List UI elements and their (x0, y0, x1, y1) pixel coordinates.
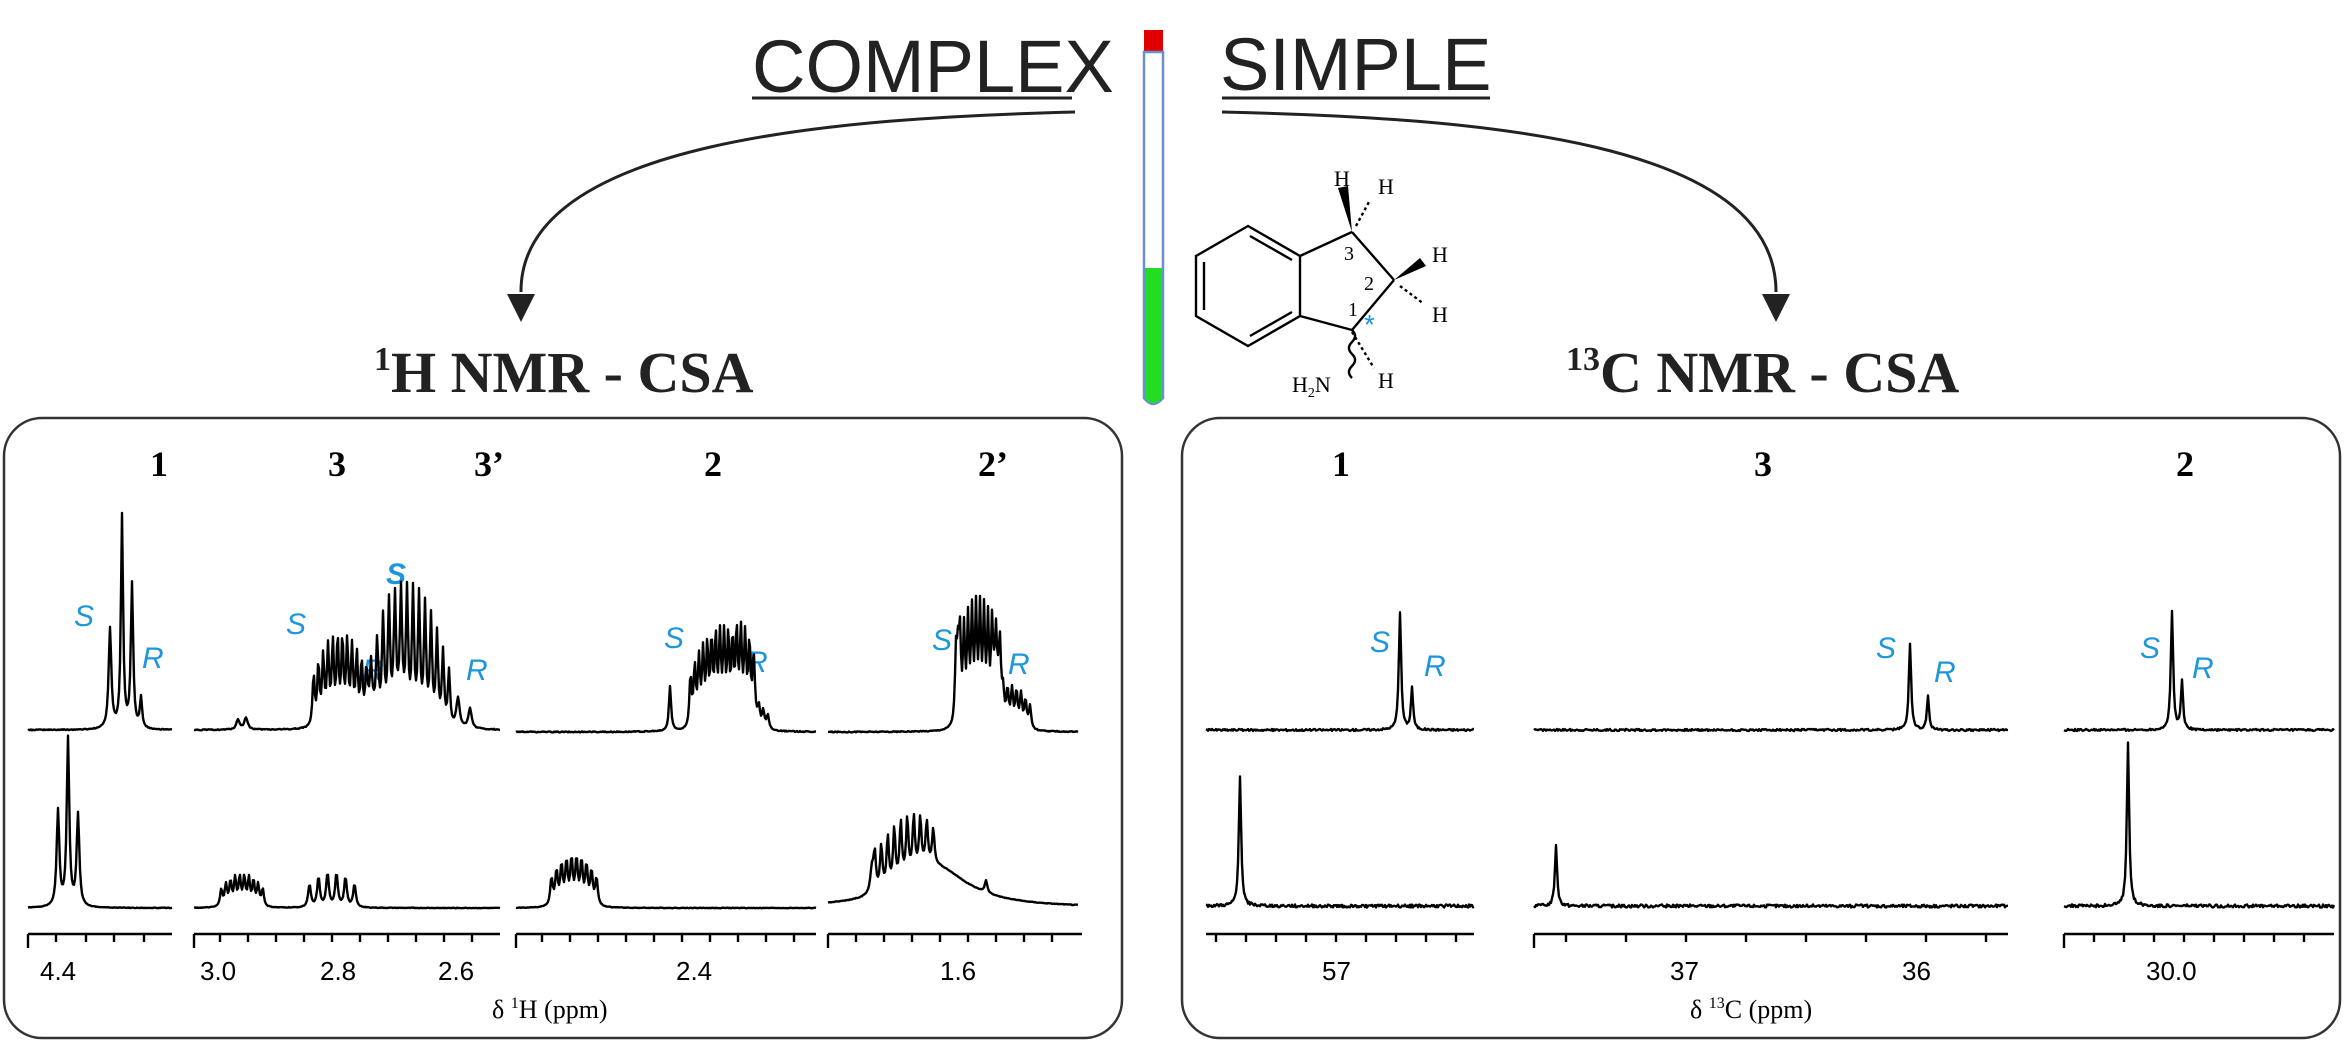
simple-arrow-head (1762, 294, 1790, 322)
h-peak-label-2prime: 2’ (978, 444, 1008, 484)
c2-ref-trace (2063, 741, 2336, 909)
svg-text:H: H (1334, 166, 1350, 191)
label-r: R (1424, 650, 1446, 683)
label-r: R (1008, 648, 1030, 681)
h-peak-label-3: 3 (328, 444, 346, 484)
amine-group: H2N (1292, 372, 1331, 401)
complex-arrow-head (507, 294, 535, 322)
h-nmr-panel (2, 416, 1124, 1040)
c-axis-label: δ 13C (ppm) (1690, 995, 1812, 1024)
c-tick: 37 (1670, 956, 1699, 986)
h-peak-label-3prime: 3’ (474, 444, 504, 484)
label-s: S (932, 624, 952, 657)
c3-ref-trace (1533, 843, 2009, 909)
label-s: S (2140, 632, 2160, 665)
svg-text:H: H (1378, 368, 1394, 393)
c-nmr-panel (1180, 416, 2342, 1040)
h-tick: 3.0 (200, 956, 236, 986)
h1-ref-trace (27, 734, 173, 910)
h1-csa-trace (27, 511, 173, 732)
wavy-bond (1347, 329, 1357, 379)
label-r: R (466, 654, 488, 687)
svg-text:H: H (1378, 174, 1394, 199)
h-tick: 2.8 (320, 956, 356, 986)
c1-ref-trace (1205, 775, 1475, 909)
svg-text:1: 1 (1348, 299, 1358, 321)
svg-text:2: 2 (1364, 273, 1374, 295)
c-tick: 36 (1902, 956, 1931, 986)
nmr-tube-icon (1142, 30, 1165, 406)
svg-text:H: H (1432, 302, 1448, 327)
h2-csa-trace (515, 620, 817, 734)
c1-csa-trace (1205, 611, 1475, 733)
c-enantiomer-labels: S R S R S R (1370, 626, 2214, 689)
c-tick: 30.0 (2146, 956, 2197, 986)
h-peak-label-2: 2 (704, 444, 722, 484)
c-peak-label-2: 2 (2176, 444, 2194, 484)
label-s: S (1876, 632, 1896, 665)
complex-arrow (519, 110, 1076, 293)
h-tick: 1.6 (940, 956, 976, 986)
c-peak-label-3: 3 (1754, 444, 1772, 484)
simple-arrow (1221, 110, 1778, 293)
h-peak-label-1: 1 (150, 444, 168, 484)
h2p-ref-trace (827, 812, 1079, 907)
benzene-ring (1194, 224, 1302, 348)
tube-cap (1144, 30, 1163, 52)
h-enantiomer-labels: S R S R S R S R S R (74, 558, 1030, 687)
svg-text:3: 3 (1344, 243, 1354, 265)
spectra-traces (27, 511, 2336, 910)
h3-csa-trace (193, 580, 501, 732)
c-peak-label-1: 1 (1332, 444, 1350, 484)
svg-text:H: H (1432, 242, 1448, 267)
label-r: R (142, 642, 164, 675)
c-axis: 57 37 36 30.0 δ 13C (ppm) (1206, 932, 2334, 1024)
complex-heading: COMPLEX (752, 25, 1114, 108)
c3-csa-trace (1533, 642, 2009, 733)
h3-ref-trace (193, 873, 501, 910)
label-s: S (386, 558, 406, 591)
c-tick: 57 (1322, 956, 1351, 986)
h-tick: 4.4 (40, 956, 76, 986)
label-s: S (74, 600, 94, 633)
simple-heading: SIMPLE (1220, 23, 1491, 106)
c-nmr-title: 13C NMR - CSA (1566, 340, 1959, 405)
tube-sample (1145, 268, 1162, 403)
label-r: R (2192, 652, 2214, 685)
stereocenter-mark: * (1364, 309, 1375, 340)
c2-csa-trace (2063, 609, 2335, 733)
h-tick: 2.4 (676, 956, 712, 986)
h2p-csa-trace (827, 594, 1079, 734)
label-s: S (286, 608, 306, 641)
h-nmr-title: 1H NMR - CSA (374, 340, 754, 405)
h2-ref-trace (515, 857, 817, 910)
h-axis: 4.4 3.0 2.8 2.6 2.4 1.6 δ 1H (ppm) (26, 932, 1082, 1024)
label-s: S (664, 622, 684, 655)
aminoindane-molecule: H H H H H H2N 1 2 3 * (1194, 166, 1448, 401)
h-axis-label: δ 1H (ppm) (492, 995, 608, 1024)
h-tick: 2.6 (438, 956, 474, 986)
label-s: S (1370, 626, 1390, 659)
label-r: R (1934, 656, 1956, 689)
